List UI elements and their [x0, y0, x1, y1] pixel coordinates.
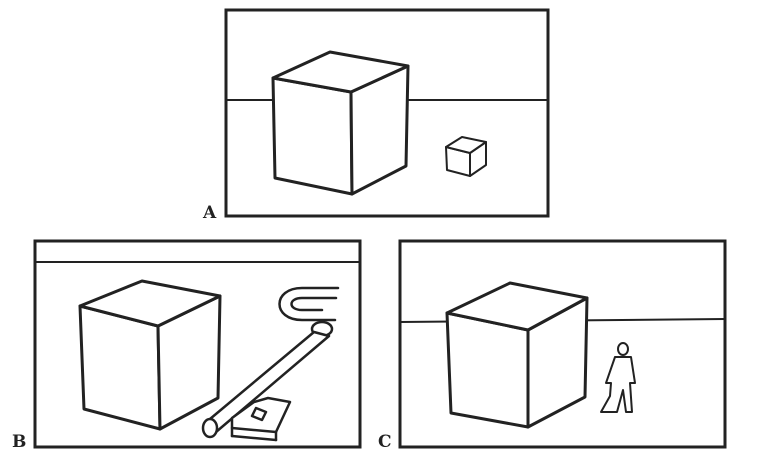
person-body — [600, 356, 636, 413]
key-bit-bottom — [230, 434, 278, 442]
panel-b: B — [12, 239, 362, 452]
person-head — [617, 342, 629, 356]
cube-top-face — [78, 279, 222, 328]
key-shaft-tip — [201, 417, 219, 439]
key-bit-notch — [250, 406, 268, 422]
cube-icon — [78, 279, 222, 431]
small-cube-top-face — [445, 136, 487, 154]
cube-front-face — [271, 76, 354, 196]
cube-top-face — [271, 50, 410, 94]
panel-c-label: C — [378, 432, 392, 452]
panel-a: A — [202, 8, 550, 223]
panel-c: C — [378, 239, 727, 452]
cube-icon — [445, 281, 589, 429]
cube-front-face — [445, 311, 530, 429]
panel-b-label: B — [12, 432, 26, 452]
panel-a-label: A — [202, 203, 217, 223]
small-cube-icon — [445, 136, 487, 177]
key-icon — [201, 286, 340, 442]
cube-top-face — [445, 281, 589, 332]
cube-icon — [271, 50, 410, 196]
key-bow-inner — [290, 296, 338, 312]
person-icon — [600, 342, 636, 413]
